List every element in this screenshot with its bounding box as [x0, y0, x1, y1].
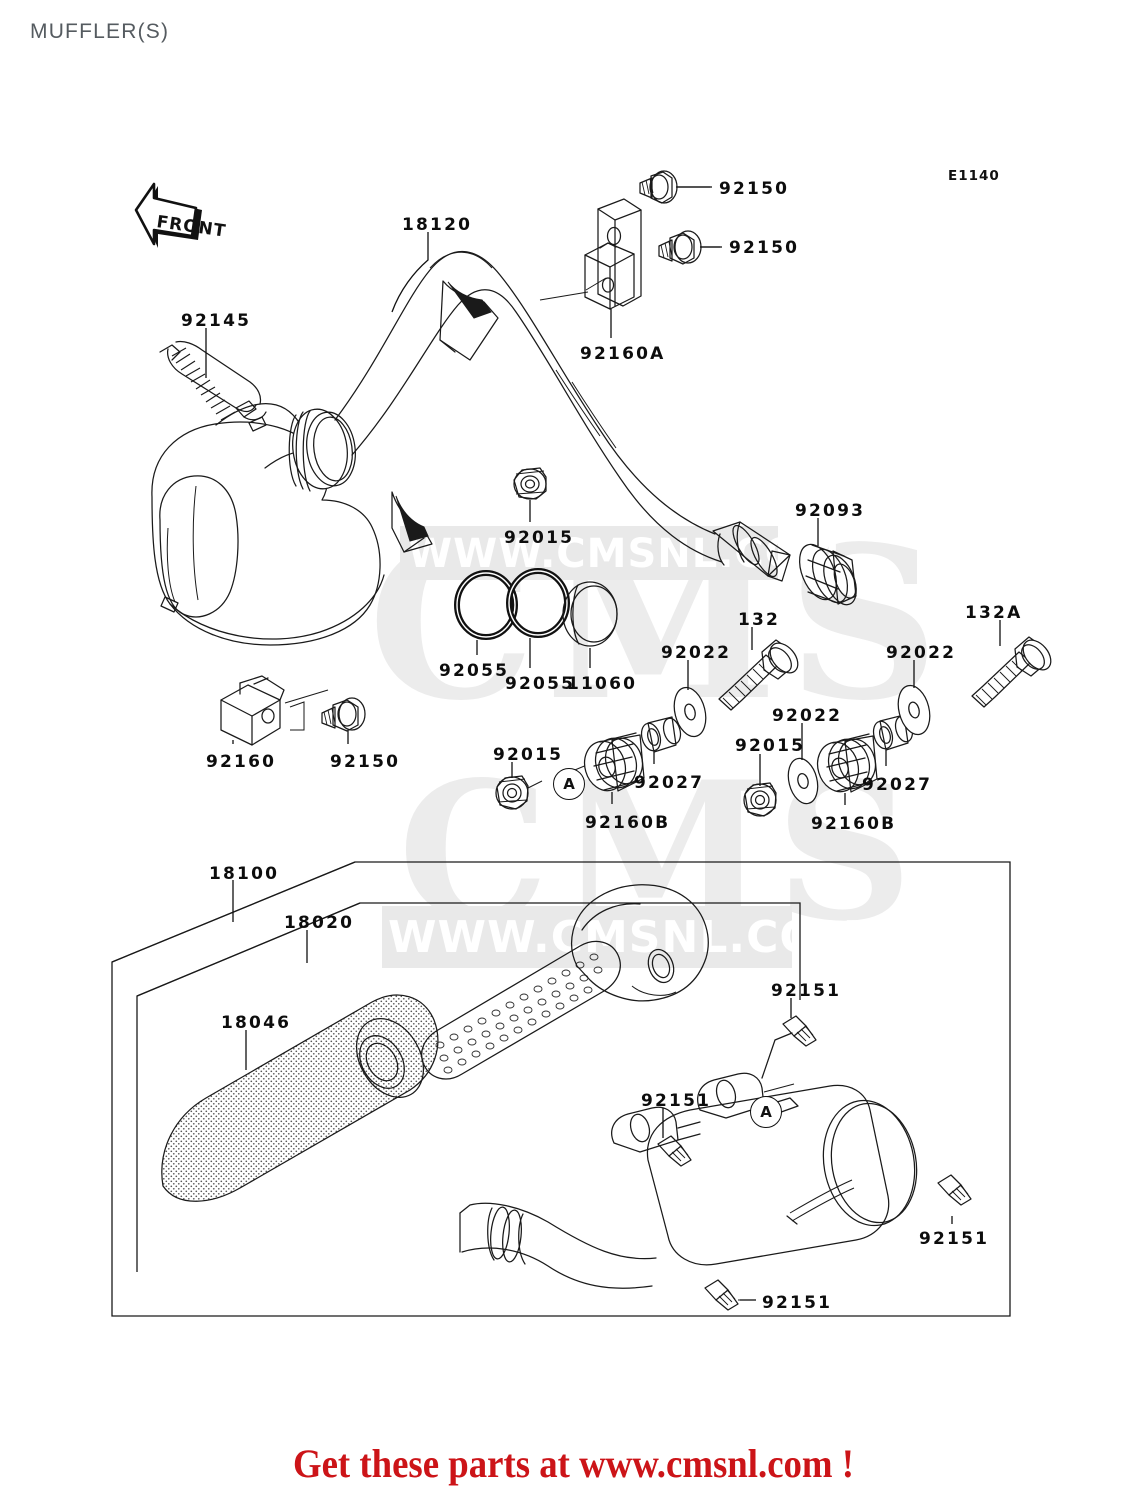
part-label-92150-2: 92150 [729, 238, 800, 258]
part-label-92015-2: 92015 [493, 745, 564, 765]
reference-marker-a-2: A [750, 1096, 782, 1128]
part-18120-expansion-chamber [151, 250, 723, 646]
chamber-collar [288, 408, 356, 492]
page-title: MUFFLER(S) [30, 20, 170, 43]
part-92150-bolt-lower [658, 230, 721, 265]
part-label-92055-2: 92055 [505, 674, 576, 694]
part-92145-spring [159, 340, 267, 421]
part-92022-washer-left [673, 686, 707, 738]
part-label-92027-2: 92027 [862, 775, 933, 795]
part-18020-end-cover [571, 884, 709, 1002]
part-label-132A: 132A [965, 603, 1023, 623]
reference-marker-a-1: A [553, 768, 585, 800]
part-label-92151-4: 92151 [762, 1293, 833, 1313]
part-label-11060: 11060 [567, 674, 638, 694]
part-label-92150-3: 92150 [330, 752, 401, 772]
part-label-92160B-2: 92160B [811, 814, 897, 834]
part-92150-bolt-bottom [321, 697, 366, 732]
part-label-92151-1: 92151 [771, 981, 842, 1001]
part-92160-bracket [220, 675, 329, 746]
fastener-cluster-left [495, 639, 799, 810]
part-label-92027-1: 92027 [634, 773, 705, 793]
part-label-92015-3: 92015 [735, 736, 806, 756]
part-label-92093: 92093 [795, 501, 866, 521]
fastener-cluster-right [743, 636, 1052, 817]
part-label-92160A: 92160A [580, 344, 666, 364]
part-label-92150-1: 92150 [719, 179, 790, 199]
part-label-18046: 18046 [221, 1013, 292, 1033]
part-label-92151-2: 92151 [641, 1091, 712, 1111]
part-label-92022-2: 92022 [886, 643, 957, 663]
part-92015-nut-left [495, 775, 529, 810]
figure-code: E1140 [948, 168, 1000, 184]
part-label-92022-3: 92022 [772, 706, 843, 726]
part-label-92015-1: 92015 [504, 528, 575, 548]
part-92160B-damper-right [816, 733, 878, 793]
part-perforated-tube [421, 940, 621, 1080]
part-92150-bolt-upper [639, 170, 711, 204]
part-92151-bolt-a [782, 1015, 817, 1047]
part-label-18020: 18020 [284, 913, 355, 933]
part-92160A-bracket [539, 198, 642, 310]
part-muffler-body [459, 1032, 918, 1289]
part-92160B-damper-left [583, 732, 645, 792]
part-92151-bolt-c [937, 1174, 972, 1206]
part-92055-oring-1 [454, 570, 518, 640]
leader-lines [205, 186, 1001, 1301]
part-18046-baffle [161, 994, 439, 1202]
part-label-92151-3: 92151 [919, 1229, 990, 1249]
part-132-bolt [718, 639, 799, 711]
part-92022-washer-right-upper [897, 684, 931, 736]
part-label-132: 132 [738, 610, 781, 630]
front-arrow-icon: FRONT [120, 178, 227, 268]
part-92055-oring-2 [506, 568, 570, 638]
part-92015-nut-top [513, 467, 547, 500]
part-label-18120: 18120 [402, 215, 473, 235]
part-label-92145: 92145 [181, 311, 252, 331]
part-92015-nut-right [743, 782, 777, 817]
part-label-92055-1: 92055 [439, 661, 510, 681]
part-label-92022-1: 92022 [661, 643, 732, 663]
part-92027-collar-right [872, 714, 914, 751]
footer-promo-text: Get these parts at www.cmsnl.com ! [292, 1441, 855, 1486]
part-132A-bolt [971, 636, 1052, 708]
part-92151-bolt-d [704, 1279, 752, 1311]
part-exhaust-tail-and-92093 [712, 521, 857, 606]
part-label-92160: 92160 [206, 752, 277, 772]
part-label-18100: 18100 [209, 864, 280, 884]
part-92027-collar-left [640, 716, 682, 753]
part-92022-washer-right-lower [787, 757, 819, 805]
part-92151-bolt-b [657, 1135, 692, 1167]
part-label-92160B-1: 92160B [585, 813, 671, 833]
part-11060-gasket [562, 581, 618, 647]
